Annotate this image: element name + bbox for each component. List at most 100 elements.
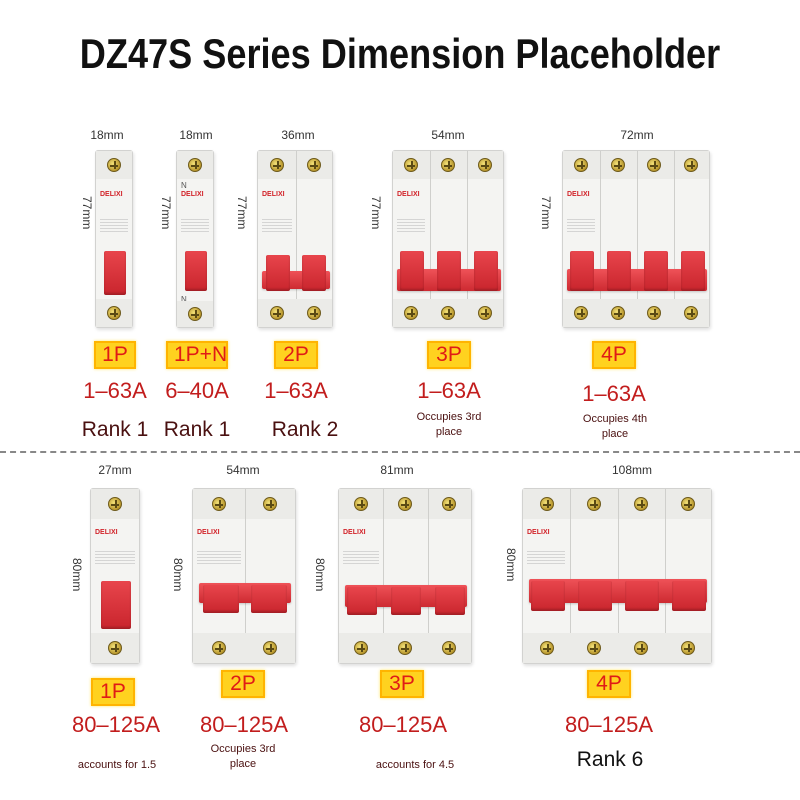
terminal-screw-icon (404, 158, 419, 172)
terminal-screw-icon (683, 306, 698, 320)
current-rating: 1–63A (582, 381, 646, 406)
terminal-screw-icon (539, 641, 554, 655)
breaker-handle (400, 251, 424, 291)
terminal-screw-icon (188, 307, 202, 321)
brand-logo: DELIXI (95, 529, 118, 536)
breaker-handle (266, 255, 290, 291)
breaker-handle (435, 587, 465, 615)
terminal-screw-icon (683, 158, 698, 172)
terminal-screw-icon (398, 641, 412, 655)
height-dimension: 80mm (313, 558, 327, 592)
breaker-image: DELIXI (338, 488, 472, 664)
pole-badge: 3P (427, 341, 471, 369)
terminal-screw-icon (262, 497, 277, 511)
terminal-screw-icon (211, 641, 226, 655)
terminal-screw-icon (440, 158, 455, 172)
breaker-image: DELIXI (90, 488, 140, 664)
terminal-screw-icon (477, 158, 492, 172)
breaker-handle (570, 251, 594, 291)
breaker-handle (347, 587, 377, 615)
breaker-handle (578, 581, 612, 611)
terminal-screw-icon (269, 158, 284, 172)
breaker-handle (644, 251, 668, 291)
breaker-image: DELIXI (257, 150, 333, 328)
terminal-screw-icon (404, 306, 419, 320)
rank-label: Rank 1 (81, 418, 149, 441)
breaker-image: N DELIXI N (176, 150, 214, 328)
terminal-screw-icon (477, 306, 492, 320)
breaker-handle (531, 581, 565, 611)
width-dimension: 27mm (98, 463, 132, 477)
brand-logo: DELIXI (527, 529, 550, 536)
pole-badge: 3P (380, 670, 424, 698)
terminal-screw-icon (108, 497, 122, 511)
terminal-screw-icon (442, 497, 456, 511)
height-dimension: 77mm (235, 196, 249, 230)
terminal-screw-icon (398, 497, 412, 511)
rank-label: Rank 2 (271, 418, 339, 441)
height-dimension: 77mm (369, 196, 383, 230)
pole-badge: 1P (91, 678, 135, 706)
width-dimension: 54mm (431, 128, 465, 142)
width-dimension: 72mm (620, 128, 654, 142)
height-dimension: 77mm (80, 196, 94, 230)
terminal-screw-icon (647, 158, 662, 172)
height-dimension: 80mm (171, 558, 185, 592)
terminal-screw-icon (107, 306, 121, 320)
rank-label: Rank 6 (576, 748, 644, 771)
terminal-screw-icon (610, 158, 625, 172)
breaker-image: DELIXI (95, 150, 133, 328)
width-dimension: 81mm (380, 463, 414, 477)
current-rating: 80–125A (199, 712, 289, 737)
section-divider (0, 451, 800, 453)
rank-label: Occupies 3rd place (210, 743, 276, 770)
pole-badge: 4P (587, 670, 631, 698)
current-rating: 80–125A (71, 712, 161, 737)
current-rating: 80–125A (564, 712, 654, 737)
rank-label: accounts for 1.5 (77, 759, 157, 771)
terminal-screw-icon (211, 497, 226, 511)
terminal-screw-icon (574, 306, 589, 320)
terminal-screw-icon (107, 158, 121, 172)
width-dimension: 18mm (179, 128, 213, 142)
pole-badge: 1P (94, 341, 136, 369)
brand-logo: DELIXI (197, 529, 220, 536)
brand-logo: DELIXI (262, 191, 285, 198)
breaker-handle (391, 587, 421, 615)
height-dimension: 77mm (539, 196, 553, 230)
pole-badge: 1P+N (166, 341, 228, 369)
current-rating: 80–125A (358, 712, 448, 737)
rank-label: Rank 1 (163, 418, 231, 441)
breaker-handle (625, 581, 659, 611)
pole-badge: 4P (592, 341, 636, 369)
breaker-handle (681, 251, 705, 291)
breaker-handle (607, 251, 631, 291)
breaker-handle (251, 585, 287, 613)
pole-badge: 2P (274, 341, 318, 369)
terminal-screw-icon (647, 306, 662, 320)
terminal-screw-icon (262, 641, 277, 655)
breaker-handle (437, 251, 461, 291)
breaker-handle (104, 251, 126, 295)
neutral-marker: N (181, 181, 187, 190)
rank-label: Occupies 4th place (582, 413, 648, 440)
terminal-screw-icon (574, 158, 589, 172)
height-dimension: 77mm (159, 196, 173, 230)
breaker-handle (474, 251, 498, 291)
terminal-screw-icon (306, 306, 321, 320)
neutral-marker: N (181, 295, 187, 304)
breaker-image: DELIXI (392, 150, 504, 328)
brand-logo: DELIXI (567, 191, 590, 198)
terminal-screw-icon (539, 497, 554, 511)
terminal-screw-icon (586, 497, 601, 511)
width-dimension: 54mm (226, 463, 260, 477)
terminal-screw-icon (306, 158, 321, 172)
breaker-image: DELIXI (192, 488, 296, 664)
terminal-screw-icon (680, 497, 695, 511)
terminal-screw-icon (586, 641, 601, 655)
terminal-screw-icon (440, 306, 455, 320)
terminal-screw-icon (354, 641, 368, 655)
breaker-handle (302, 255, 326, 291)
current-rating: 1–63A (264, 378, 328, 403)
rank-label: accounts for 4.5 (375, 759, 455, 771)
